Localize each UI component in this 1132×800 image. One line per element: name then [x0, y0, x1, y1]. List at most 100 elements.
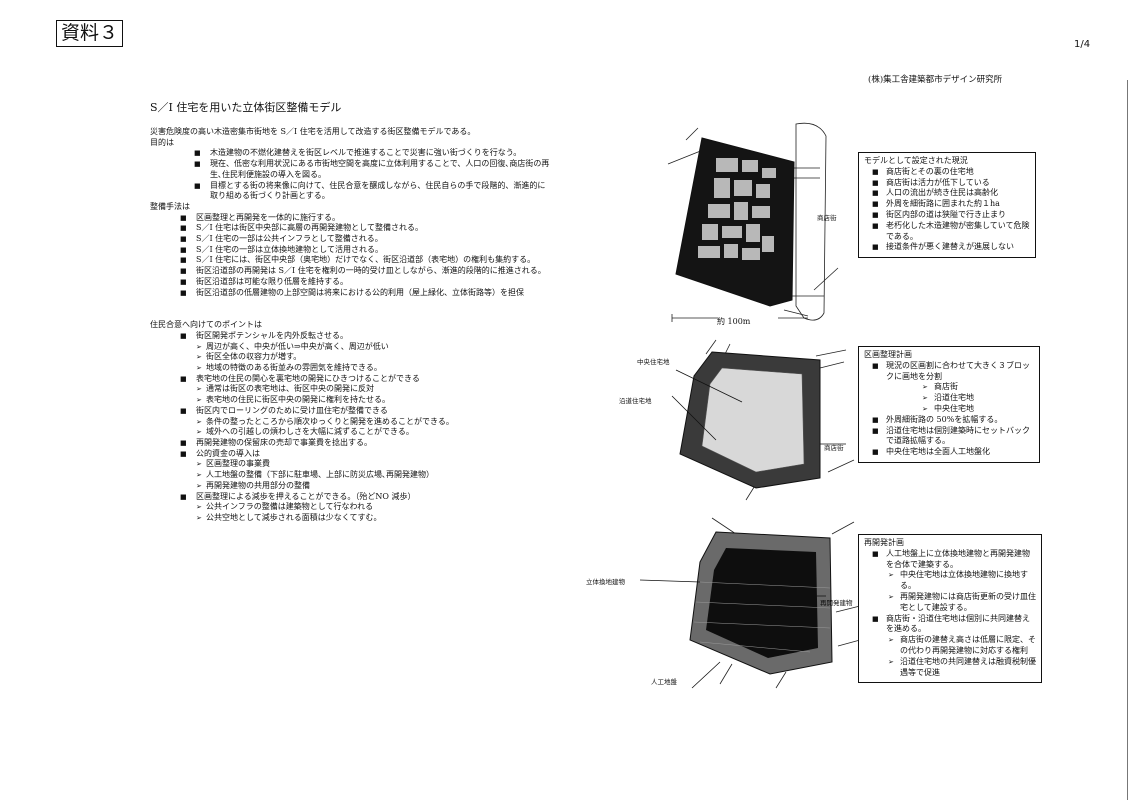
list-item-text: 街区開発ポテンシャルを内外反転させる。 — [196, 330, 348, 340]
method-list: 区画整理と再開発を一体的に施行する。 S／I 住宅は街区中央部に高層の再開発建物… — [136, 213, 550, 299]
consensus-list: 区画整理による減歩を押えることができる。（殆どNO 減歩） — [136, 492, 550, 503]
diagram-redevelopment — [640, 517, 861, 689]
building-grid — [693, 581, 831, 653]
scale-bar — [671, 314, 808, 322]
sub-item: 商店街 — [922, 382, 1034, 393]
label-artificial-ground: 人工地盤 — [651, 678, 677, 686]
sub-item: 地域の特徴のある街並みの雰囲気を維持できる。 — [196, 363, 550, 374]
list-item: S／I 住宅は街区中央部に高層の再開発建物として整備される。 — [180, 223, 550, 234]
box-title: 区画整理計画 — [864, 350, 912, 359]
organization-name: (株)集工舎建築都市デザイン研究所 — [868, 75, 1003, 85]
list-item: 商店街は活力が低下している — [872, 178, 1030, 189]
list-item: 街区内でローリングのために受け皿住宅が整備できる — [180, 406, 550, 417]
intro-paragraph: 災害危険度の高い木造密集市街地を S／I 住宅を活用して改造する街区整備モデルで… — [150, 127, 476, 136]
box-redevelopment: 再開発計画 人工地盤上に立体換地建物と再開発建物を合体で建築する。 中央住宅地は… — [858, 534, 1042, 684]
list-item-text: 街区内でローリングのために受け皿住宅が整備できる — [196, 405, 388, 415]
list-item: S／I 住宅の一部は立体換地建物として活用される。 — [180, 245, 550, 256]
page-number: 1/4 — [1074, 39, 1091, 50]
diagram-land-readjustment — [671, 339, 855, 501]
sub-item: 域外への引越しの煩わしさを大幅に減ずることができる。 — [196, 427, 550, 438]
list-item: 中央住宅地は全面人工地盤化 — [872, 447, 1034, 458]
shopping-street-outline — [795, 122, 827, 321]
redevelopment-building-mass — [706, 548, 818, 658]
central-residential-area — [701, 367, 805, 473]
leader-line — [640, 579, 826, 689]
list-item: S／I 住宅には、街区中央部（奥宅地）だけでなく、街区沿道部（表宅地）の権利も集… — [180, 255, 550, 266]
consensus-sublist: 公共インフラの整備は建築物として行なわれる 公共空地として減歩される面積は少なく… — [136, 502, 550, 523]
box-list: 現況の区画割に合わせて大きく３ブロックに画地を分割 — [864, 361, 1034, 383]
sub-item: 公共インフラの整備は建築物として行なわれる — [196, 502, 550, 513]
list-item: 公的資金の導入は — [180, 449, 550, 460]
consensus-sublist: 通常は街区の表宅地は、街区中央の開発に反対 表宅地の住民に街区中央の開発に権利を… — [136, 384, 550, 405]
block-area — [675, 137, 795, 307]
label-shopping-street: 商店街 — [817, 214, 837, 222]
list-item: 現況の区画割に合わせて大きく３ブロックに画地を分割 — [872, 361, 1034, 383]
list-item: 街区内部の道は狭隘で行き止まり — [872, 210, 1030, 221]
sub-item: 通常は街区の表宅地は、街区中央の開発に反対 — [196, 384, 550, 395]
label-redevelopment-building: 再開発建物 — [820, 599, 853, 607]
list-item: 街区沿道部は可能な限り低層を維持する。 — [180, 277, 550, 288]
road-line — [783, 167, 824, 317]
sub-item: 中央住宅地 — [922, 404, 1034, 415]
sub-item: 人工地盤の整備（下部に駐車場、上部に防災広場､再開発建物） — [196, 470, 550, 481]
list-item: 街区開発ポテンシャルを内外反転させる。 — [180, 331, 550, 342]
sub-item: 再開発建物には商店街更新の受け皿住宅として建設する。 — [888, 592, 1036, 614]
box-title: 再開発計画 — [864, 538, 904, 547]
box-sublist: 商店街 沿道住宅地 中央住宅地 — [864, 382, 1034, 414]
building-cluster — [698, 158, 776, 260]
document-title: S／I 住宅を用いた立体街区整備モデル — [150, 101, 342, 114]
list-item: 区画整理による減歩を押えることができる。（殆どNO 減歩） — [180, 492, 550, 503]
box-list: 外周細街路の 50%を拡幅する。 沿道住宅地は個別建築時にセットバックで道路拡幅… — [864, 415, 1034, 458]
list-item: 人口の流出が続き住民は高齢化 — [872, 188, 1030, 199]
label-scale: 約 100m — [717, 317, 751, 326]
diagram-existing-condition — [667, 122, 839, 322]
list-item-text: 公的資金の導入は — [196, 448, 260, 458]
list-item: 再開発建物の保留床の売却で事業費を捻出する。 — [180, 438, 550, 449]
list-item: S／I 住宅の一部は公共インフラとして整備される。 — [180, 234, 550, 245]
consensus-heading: 住民合意へ向けてのポイントは — [150, 320, 262, 330]
sub-item: 沿道住宅地の共同建替えは融資税制優遇等で促進 — [888, 657, 1036, 679]
sub-item: 商店街の建替え高さは低層に限定、その代わり再開発建物に対応する権利 — [888, 635, 1036, 657]
document-label: 資料３ — [56, 20, 124, 47]
sub-item: 沿道住宅地 — [922, 393, 1034, 404]
road-line — [711, 517, 861, 689]
sub-item: 条件の整ったところから順次ゆっくりと開発を進めることができる。 — [196, 417, 550, 428]
main-text: 災害危険度の高い木造密集市街地を S／I 住宅を活用して改造する街区整備モデルで… — [150, 127, 550, 524]
method-heading: 整備手法は — [150, 201, 190, 211]
list-item: 現在、低密な利用状況にある市街地空間を高度に立体利用することで、人口の回復､商店… — [194, 159, 550, 180]
consensus-list: 再開発建物の保留床の売却で事業費を捻出する。 公的資金の導入は — [136, 438, 550, 459]
sub-item: 表宅地の住民に街区中央の開発に権利を持たせる。 — [196, 395, 550, 406]
scan-edge — [1127, 80, 1128, 800]
box-list: 人工地盤上に立体換地建物と再開発建物を合体で建築する。 — [864, 549, 1036, 571]
sub-item: 街区全体の収容力が増す。 — [196, 352, 550, 363]
list-item-text: 表宅地の住民の関心を裏宅地の開発にひきつけることができる — [196, 373, 420, 383]
list-item: 接道条件が悪く建替えが進展しない — [872, 242, 1030, 253]
list-item: 表宅地の住民の関心を裏宅地の開発にひきつけることができる — [180, 374, 550, 385]
box-land-readjustment: 区画整理計画 現況の区画割に合わせて大きく３ブロックに画地を分割 商店街 沿道住… — [858, 346, 1040, 463]
consensus-list: 表宅地の住民の関心を裏宅地の開発にひきつけることができる — [136, 374, 550, 385]
box-sublist: 中央住宅地は立体換地建物に換地する。 再開発建物には商店街更新の受け皿住宅として… — [878, 570, 1036, 613]
list-item: 沿道住宅地は個別建築時にセットバックで道路拡幅する。 — [872, 426, 1034, 448]
list-item: 木造建物の不燃化建替えを街区レベルで推進することで災害に強い街づくりを行なう。 — [194, 148, 550, 159]
purpose-list: 木造建物の不燃化建替えを街区レベルで推進することで災害に強い街づくりを行なう。 … — [150, 148, 550, 202]
consensus-sublist: 周辺が高く、中央が低い⇒中央が高く、周辺が低い 街区全体の収容力が増す。 地域の… — [136, 342, 550, 374]
list-item-text: 再開発建物の保留床の売却で事業費を捻出する。 — [196, 437, 372, 447]
list-item: 人工地盤上に立体換地建物と再開発建物を合体で建築する。 — [872, 549, 1036, 571]
consensus-sublist: 区画整理の事業費 人工地盤の整備（下部に駐車場、上部に防災広場､再開発建物） 再… — [136, 459, 550, 491]
consensus-list: 街区内でローリングのために受け皿住宅が整備できる — [136, 406, 550, 417]
sub-item: 中央住宅地は立体換地建物に換地する。 — [888, 570, 1036, 592]
sub-item: 再開発建物の共用部分の整備 — [196, 481, 550, 492]
list-item: 目標とする街の将来像に向けて、住民合意を醸成しながら、住民自らの手で段階的、漸進… — [194, 181, 550, 202]
label-roadside-residential: 沿道住宅地 — [619, 397, 652, 405]
list-item: 街区沿道部の低層建物の上部空間は将来における公的利用（屋上緑化、立体街路等）を担… — [180, 288, 550, 299]
label-central-residential: 中央住宅地 — [637, 358, 670, 366]
label-replotting-building: 立体換地建物 — [586, 578, 625, 586]
box-list: 商店街とその裏の住宅地 商店街は活力が低下している 人口の流出が続き住民は高齢化… — [864, 167, 1030, 253]
leader-line — [671, 369, 846, 445]
road-line — [705, 339, 855, 501]
list-item: 外周を細街路に囲まれた約１ha — [872, 199, 1030, 210]
box-sublist: 商店街の建替え高さは低層に限定、その代わり再開発建物に対応する権利 沿道住宅地の… — [878, 635, 1036, 678]
sub-item: 区画整理の事業費 — [196, 459, 550, 470]
purpose-heading: 目的は — [150, 137, 174, 147]
list-item: 老朽化した木造建物が密集していて危険である。 — [872, 221, 1030, 243]
